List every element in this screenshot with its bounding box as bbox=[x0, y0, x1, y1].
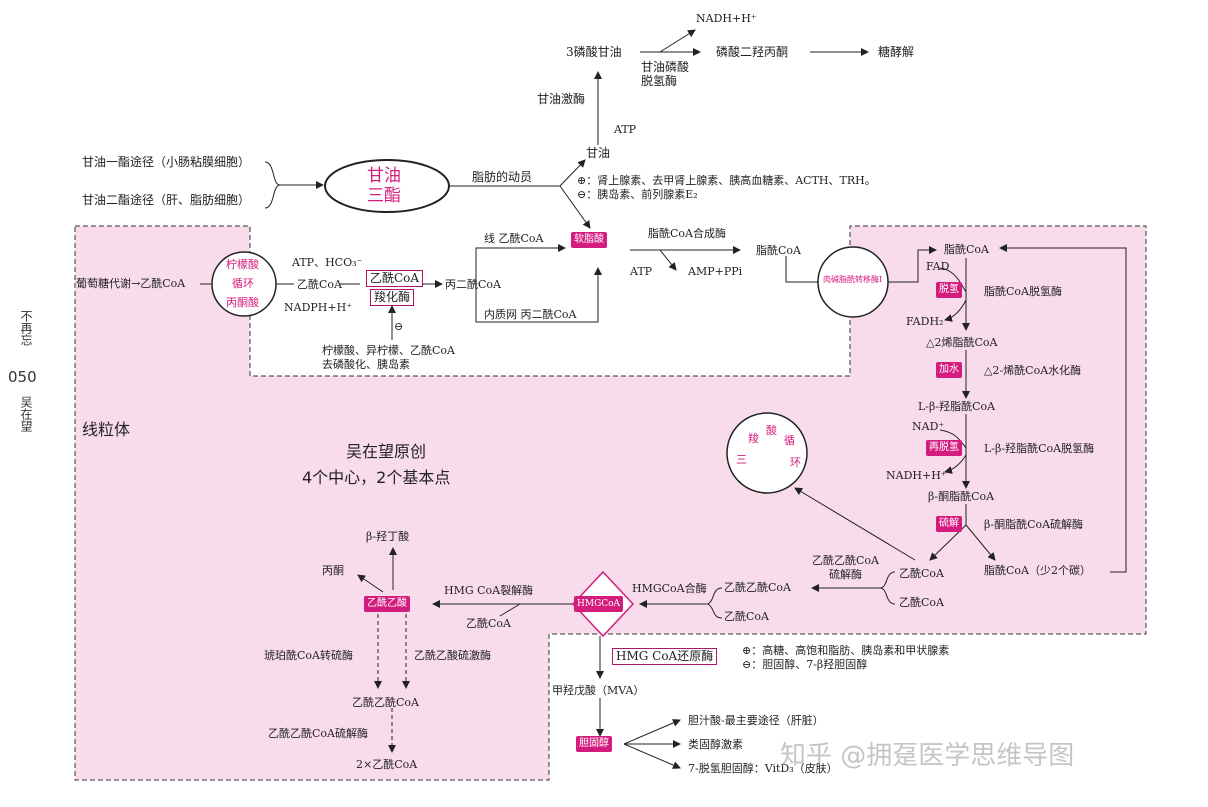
inhibitors: ⊖：胰岛素、前列腺素E₂ bbox=[577, 188, 698, 201]
ketoacyl-coa: β-酮脂酰CoA bbox=[928, 490, 995, 503]
tca-4: 环 bbox=[790, 456, 801, 469]
diglyceride-path: 甘油二酯途径（肝、脂肪细胞） bbox=[82, 193, 251, 207]
hydroxyacyl-coa: L-β-羟脂酰CoA bbox=[918, 400, 996, 413]
regulators-text: 柠檬酸、异柠檬、乙酰CoA 去磷酸化、胰岛素 bbox=[322, 344, 455, 371]
acetyl-coa-boxed: 乙酰CoA bbox=[366, 270, 424, 287]
thiolase2: 乙酰乙酰CoA硫解酶 bbox=[268, 727, 368, 740]
promoters: ⊕：肾上腺素、去甲肾上腺素、胰高血糖素、ACTH、TRH。 bbox=[577, 174, 876, 187]
acetoacetyl-thiolase: 乙酰乙酰CoA 硫解酶 bbox=[812, 554, 879, 581]
thiokinase: 乙酰乙酸硫激酶 bbox=[414, 649, 491, 662]
fad: FAD bbox=[926, 260, 950, 273]
acetoacetic-badge: 乙酰乙酸 bbox=[364, 596, 410, 612]
palmitate-badge: 软脂酸 bbox=[571, 232, 607, 248]
citrate-cycle-1: 循环 bbox=[232, 277, 254, 290]
malonyl-coa: 丙二酰CoA bbox=[445, 278, 501, 291]
side-strip: 不再忘 050 吴在望 bbox=[8, 310, 48, 450]
bo-acyl-coa: 脂酰CoA bbox=[944, 243, 989, 256]
tg-title: 甘油 三酯 bbox=[367, 166, 401, 206]
bo-acetyl-coa: 乙酰CoA bbox=[899, 567, 944, 580]
mito-label: 线粒体 bbox=[82, 420, 131, 439]
tg-title-line2: 三酯 bbox=[367, 186, 401, 206]
credit-line1: 吴在望原创 bbox=[346, 442, 427, 461]
tca-3: 循 bbox=[784, 434, 795, 447]
atp-hco3: ATP、HCO₃⁻ bbox=[292, 256, 363, 269]
hmg-coa-badge: HMGCoA bbox=[574, 596, 624, 612]
carboxylase: 羧化酶 bbox=[370, 289, 415, 306]
acyl-coa-dehydrogenase: 脂酰CoA脱氢酶 bbox=[984, 285, 1062, 298]
enoyl-coa: △2烯脂酰CoA bbox=[926, 336, 998, 349]
ketone-acetyl-c: 乙酰CoA bbox=[724, 610, 769, 623]
acetone: 丙酮 bbox=[322, 564, 344, 577]
glycolysis: 糖酵解 bbox=[878, 45, 915, 59]
thiolysis-badge: 硫解 bbox=[936, 516, 962, 532]
atp2: ATP bbox=[630, 265, 653, 278]
tca-0: 三 bbox=[736, 453, 747, 466]
down-icon: ⊖ bbox=[577, 188, 587, 201]
chol-inhibitors: ⊖：胆固醇、7-β羟胆固醇 bbox=[742, 658, 868, 671]
nad: NAD⁺ bbox=[912, 420, 945, 433]
nadh: NADH+H⁺ bbox=[886, 469, 947, 482]
citrate-cycle-0: 柠檬酸 bbox=[226, 258, 259, 271]
mobilization: 脂肪的动员 bbox=[472, 170, 533, 184]
acyl-coa-less2: 脂酰CoA（少2个碳） bbox=[984, 564, 1091, 577]
up-icon: ⊕ bbox=[577, 174, 587, 187]
acyl-coa-synthase: 脂酰CoA合成酶 bbox=[648, 227, 726, 240]
down-icon: ⊖ bbox=[394, 320, 404, 333]
carnitine-label: 肉碱脂酰转移酶Ⅰ bbox=[823, 275, 883, 284]
tca-1: 羧 bbox=[748, 432, 759, 445]
er-malonyl: 内质网 丙二酰CoA bbox=[484, 308, 577, 321]
two-acetyl: 2×乙酰CoA bbox=[356, 758, 418, 771]
tca-circle bbox=[726, 412, 808, 494]
dhap: 磷酸二羟丙酮 bbox=[716, 45, 789, 59]
tg-title-line1: 甘油 bbox=[367, 166, 401, 186]
g3p-dehydrogenase: 甘油磷酸 脱氢酶 bbox=[641, 60, 690, 88]
hmg-lyase: HMG CoA裂解酶 bbox=[444, 584, 534, 597]
acetyl-coa-1: 乙酰CoA bbox=[297, 278, 342, 291]
hmg-reductase: HMG CoA还原酶 bbox=[612, 648, 718, 665]
side-subtitle: 不再忘 bbox=[19, 310, 33, 346]
fadh2: FADH₂ bbox=[906, 315, 944, 328]
watermark: 知乎 @拥趸医学思维导图 bbox=[780, 741, 1075, 771]
amp-ppi: AMP+PPi bbox=[688, 265, 743, 278]
hydroxyacyl-dehydrogenase: L-β-羟脂酰CoA脱氢酶 bbox=[984, 442, 1095, 455]
tca-2: 酸 bbox=[766, 424, 777, 437]
dehydrogenation2-badge: 再脱氢 bbox=[926, 440, 962, 456]
acetoacetyl-coa2: 乙酰乙酰CoA bbox=[352, 696, 419, 709]
glycerol: 甘油 bbox=[586, 146, 611, 160]
mva: 甲羟戊酸（MVA） bbox=[552, 684, 645, 697]
citrate-cycle-2: 丙酮酸 bbox=[226, 296, 259, 309]
monoglyceride-path: 甘油一酯途径（小肠粘膜细胞） bbox=[82, 155, 251, 169]
nadh-top: NADH+H⁺ bbox=[696, 12, 757, 25]
bile-acid: 胆汁酸-最主要途径（肝脏） bbox=[688, 714, 824, 727]
nadph: NADPH+H⁺ bbox=[284, 301, 352, 314]
ketone-acetyl-d: 乙酰CoA bbox=[466, 617, 511, 630]
glycerol-kinase: 甘油激酶 bbox=[537, 92, 586, 106]
chol-promoters: ⊕：高糖、高饱和脂肪、胰岛素和甲状腺素 bbox=[742, 644, 950, 657]
hmg-synthase: HMGCoA合酶 bbox=[632, 582, 707, 595]
mitochondria-region bbox=[74, 225, 1147, 781]
ketone-acetyl-a: 乙酰CoA bbox=[899, 596, 944, 609]
enoyl-hydratase: △2-烯酰CoA水化酶 bbox=[984, 364, 1082, 377]
down-icon: ⊖ bbox=[742, 658, 752, 671]
hydration-badge: 加水 bbox=[936, 362, 962, 378]
page-number: 050 bbox=[8, 368, 37, 386]
acyl-coa-cyto: 脂酰CoA bbox=[756, 244, 801, 257]
hydroxybutyrate: β-羟丁酸 bbox=[366, 530, 410, 543]
glucose-metab: 葡萄糖代谢→乙酰CoA bbox=[76, 277, 186, 290]
credit-line2: 4个中心，2个基本点 bbox=[302, 468, 451, 487]
regulators: ⊖ 柠檬酸、异柠檬、乙酰CoA 去磷酸化、胰岛素 bbox=[322, 320, 455, 372]
atp-top: ATP bbox=[614, 123, 637, 136]
side-author: 吴在望 bbox=[19, 396, 33, 432]
acetoacetyl-coa: 乙酰乙酰CoA bbox=[724, 581, 791, 594]
thiolase: β-酮脂酰CoA硫解酶 bbox=[984, 518, 1084, 531]
vitd3: 7-脱氢胆固醇：VitD₃（皮肤） bbox=[688, 762, 838, 775]
steroid: 类固醇激素 bbox=[688, 738, 743, 751]
g3p: 3磷酸甘油 bbox=[566, 45, 622, 59]
up-icon: ⊕ bbox=[742, 644, 752, 657]
dehydrogenation-badge: 脱氢 bbox=[936, 282, 962, 298]
line-acetyl: 线 乙酰CoA bbox=[484, 232, 544, 245]
succinyl-transferase: 琥珀酰CoA转硫酶 bbox=[264, 649, 353, 662]
cholesterol-badge: 胆固醇 bbox=[576, 736, 612, 752]
